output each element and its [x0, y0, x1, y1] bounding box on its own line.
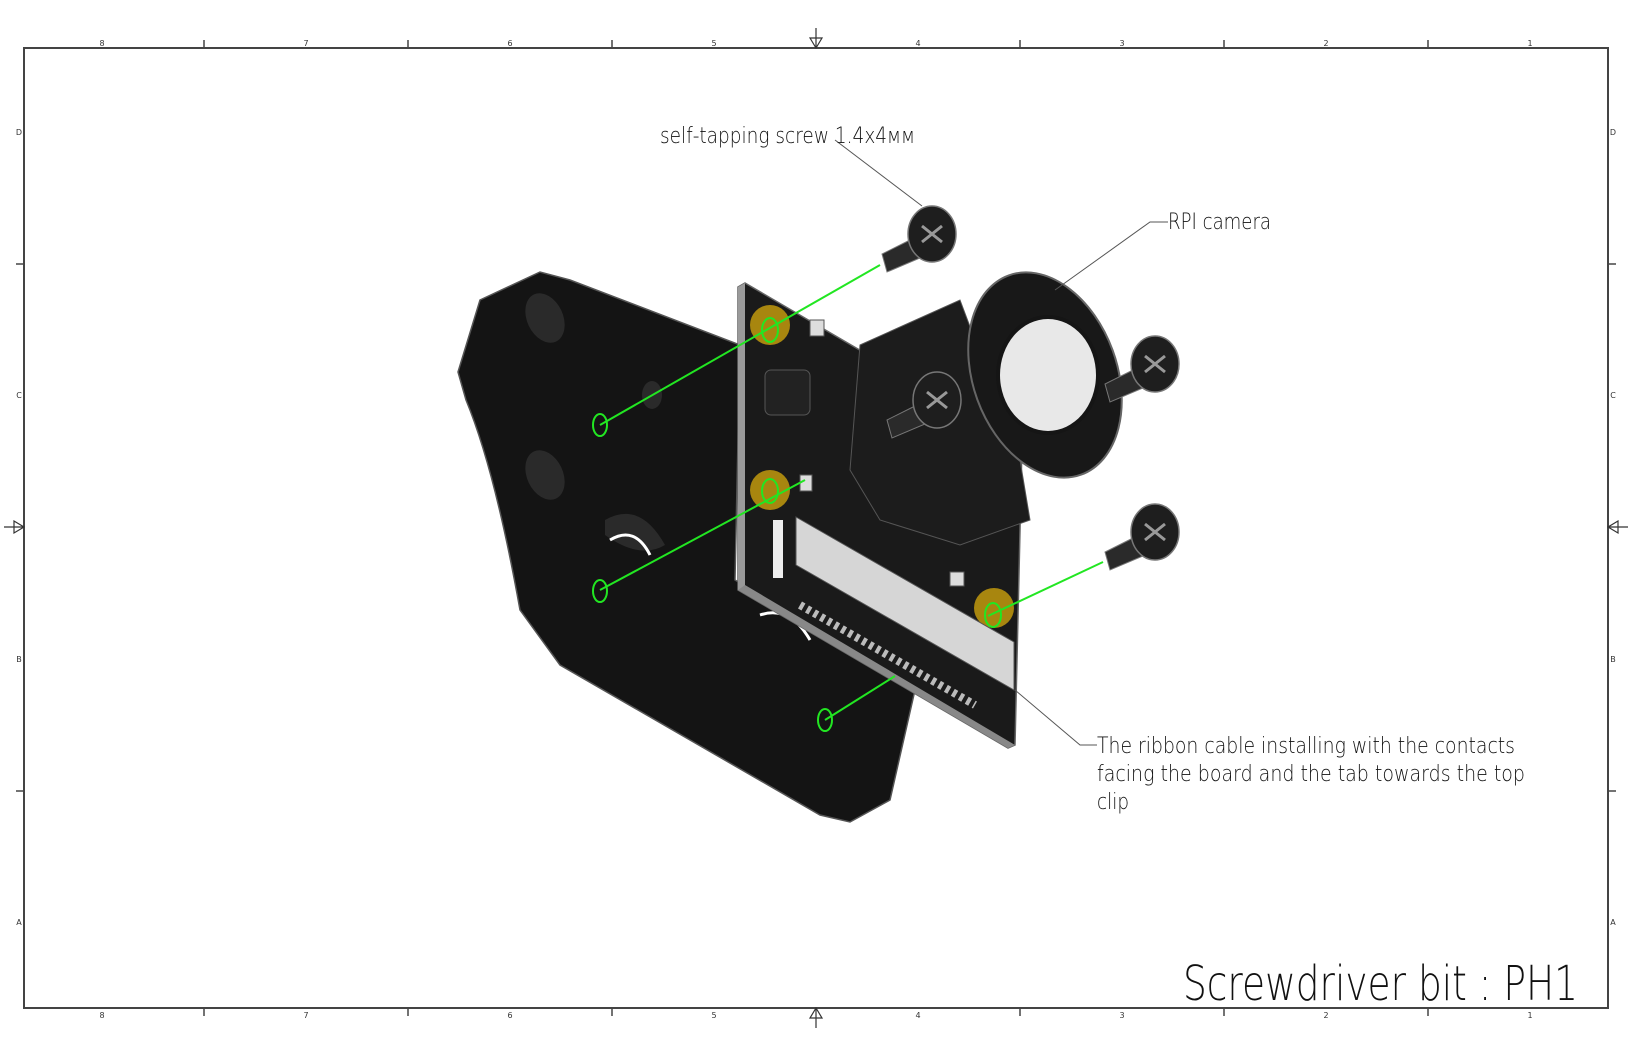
column-label: 2 — [1323, 39, 1328, 48]
plate-hole — [525, 293, 565, 343]
row-label: D — [16, 128, 22, 137]
alignment-lines — [592, 264, 1104, 732]
screw — [1104, 335, 1180, 403]
hole-marker — [817, 708, 833, 732]
column-label: 8 — [99, 1011, 104, 1020]
plate-slot — [605, 513, 665, 551]
arrow-left-icon — [1606, 519, 1628, 535]
leader-lines — [834, 139, 1168, 746]
row-label: A — [16, 918, 22, 927]
plate-hole — [525, 450, 565, 500]
column-label: 4 — [915, 39, 920, 48]
column-label: 6 — [507, 1011, 512, 1020]
column-label: 6 — [507, 39, 512, 48]
camera-callout: RPI camera — [1168, 210, 1271, 235]
column-label: 5 — [711, 39, 716, 48]
screw — [1104, 503, 1180, 571]
hole-marker — [761, 478, 779, 504]
screwdriver-bit-note: Screwdriver bit : PH1 — [1183, 956, 1578, 1012]
mounting-pad — [974, 588, 1014, 628]
column-label: 1 — [1527, 1011, 1532, 1020]
arrow-right-icon — [4, 519, 26, 535]
screw — [886, 371, 962, 439]
phillips-head-icon — [1144, 522, 1166, 542]
hole-marker — [592, 413, 608, 437]
arrow-up-icon — [808, 1006, 824, 1028]
mounting-pad — [750, 470, 790, 510]
column-label: 3 — [1119, 39, 1124, 48]
column-label: 7 — [303, 39, 308, 48]
screws — [881, 205, 1180, 571]
arrow-down-icon — [808, 28, 824, 50]
camera-lens — [849, 271, 1123, 546]
column-label: 5 — [711, 1011, 716, 1020]
column-label: 8 — [99, 39, 104, 48]
row-label: C — [1610, 391, 1616, 400]
row-label: D — [1610, 128, 1616, 137]
row-label: C — [16, 391, 22, 400]
screw-callout: self-tapping screw 1.4x4мм — [660, 124, 915, 149]
column-label: 3 — [1119, 1011, 1124, 1020]
lens-glass — [1000, 319, 1096, 431]
centering-arrows — [4, 28, 1628, 1028]
hole-marker — [984, 602, 1002, 628]
screw — [881, 205, 957, 273]
ribbon-connector — [795, 516, 1015, 691]
row-label: B — [16, 655, 22, 664]
hole-marker — [761, 317, 779, 343]
hole-marker — [592, 579, 608, 603]
column-label: 4 — [915, 1011, 920, 1020]
zone-labels: 8 7 6 5 4 3 2 1 8 7 6 5 4 3 2 1 D C B A … — [16, 39, 1616, 1020]
ribbon-callout-line: The ribbon cable installing with the con… — [1097, 734, 1515, 759]
phillips-head-icon — [926, 390, 948, 410]
mounting-plate — [457, 271, 916, 823]
phillips-head-icon — [1144, 354, 1166, 374]
row-label: A — [1610, 918, 1616, 927]
column-label: 2 — [1323, 1011, 1328, 1020]
ribbon-callout-line: facing the board and the tab towards the… — [1097, 762, 1525, 787]
row-label: B — [1610, 655, 1616, 664]
mounting-pad — [750, 305, 790, 345]
column-label: 1 — [1527, 39, 1532, 48]
phillips-head-icon — [921, 224, 943, 244]
ribbon-callout-line: clip — [1097, 790, 1129, 815]
border-ticks — [16, 40, 1616, 1016]
column-label: 7 — [303, 1011, 308, 1020]
